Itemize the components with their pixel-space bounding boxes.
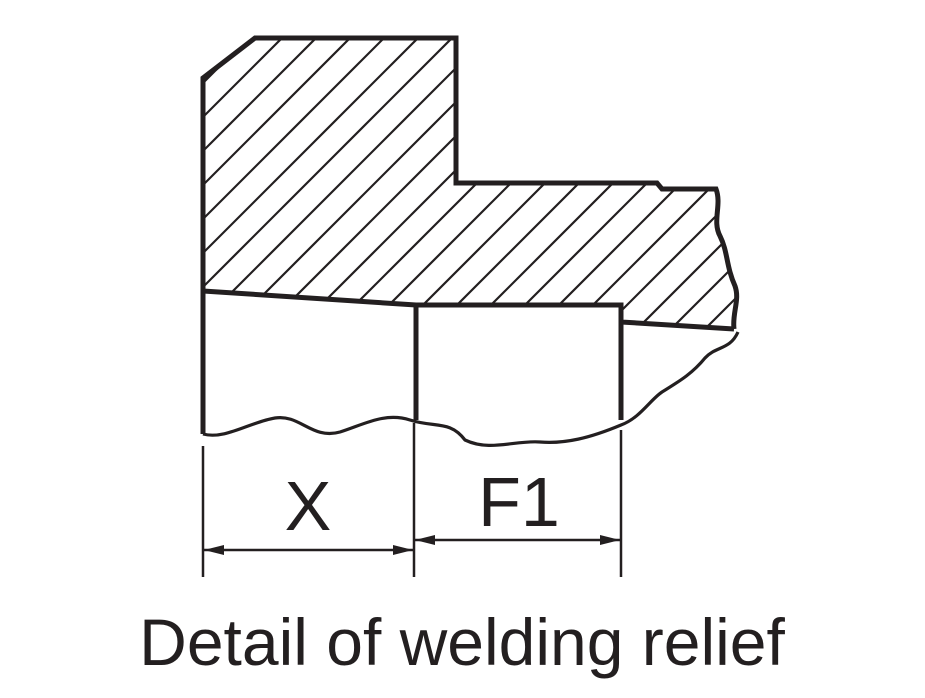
hatch-line bbox=[429, 38, 737, 329]
hatch-line bbox=[497, 38, 737, 329]
hatch-line bbox=[203, 38, 389, 329]
hatch-line bbox=[203, 38, 559, 329]
part-outline bbox=[200, 35, 740, 330]
hatch-line bbox=[735, 38, 737, 329]
hatch-line bbox=[701, 38, 737, 329]
hatch-line bbox=[633, 38, 737, 329]
break-line bbox=[202, 331, 740, 448]
hatch-line bbox=[203, 38, 287, 329]
hatch-line bbox=[203, 38, 219, 329]
hatch-line bbox=[203, 38, 355, 329]
hatch-line bbox=[0, 0, 150, 400]
hatch-line bbox=[361, 38, 737, 329]
hatch-line bbox=[203, 38, 525, 329]
dimension-label-x: X bbox=[285, 467, 332, 545]
hatch-line bbox=[327, 38, 729, 329]
hatch-line bbox=[203, 38, 253, 329]
hatch-line bbox=[599, 38, 737, 329]
hatch-line bbox=[203, 38, 457, 329]
section-hatching bbox=[0, 0, 925, 400]
hatch-line bbox=[0, 0, 184, 400]
diagram-caption: Detail of welding relief bbox=[139, 605, 785, 679]
hatch-line bbox=[203, 38, 491, 329]
relief-boundary-line bbox=[202, 288, 735, 332]
hatch-line bbox=[531, 38, 737, 329]
hatch-line bbox=[203, 38, 423, 329]
hatch-line bbox=[203, 38, 593, 329]
dimension-label-f1: F1 bbox=[478, 463, 560, 541]
hatch-line bbox=[225, 38, 627, 329]
hatch-line bbox=[770, 0, 925, 400]
hatch-line bbox=[203, 38, 321, 329]
hatch-line bbox=[463, 38, 737, 329]
hatch-line bbox=[259, 38, 661, 329]
hatch-line bbox=[293, 38, 695, 329]
hatch-line bbox=[667, 38, 737, 329]
